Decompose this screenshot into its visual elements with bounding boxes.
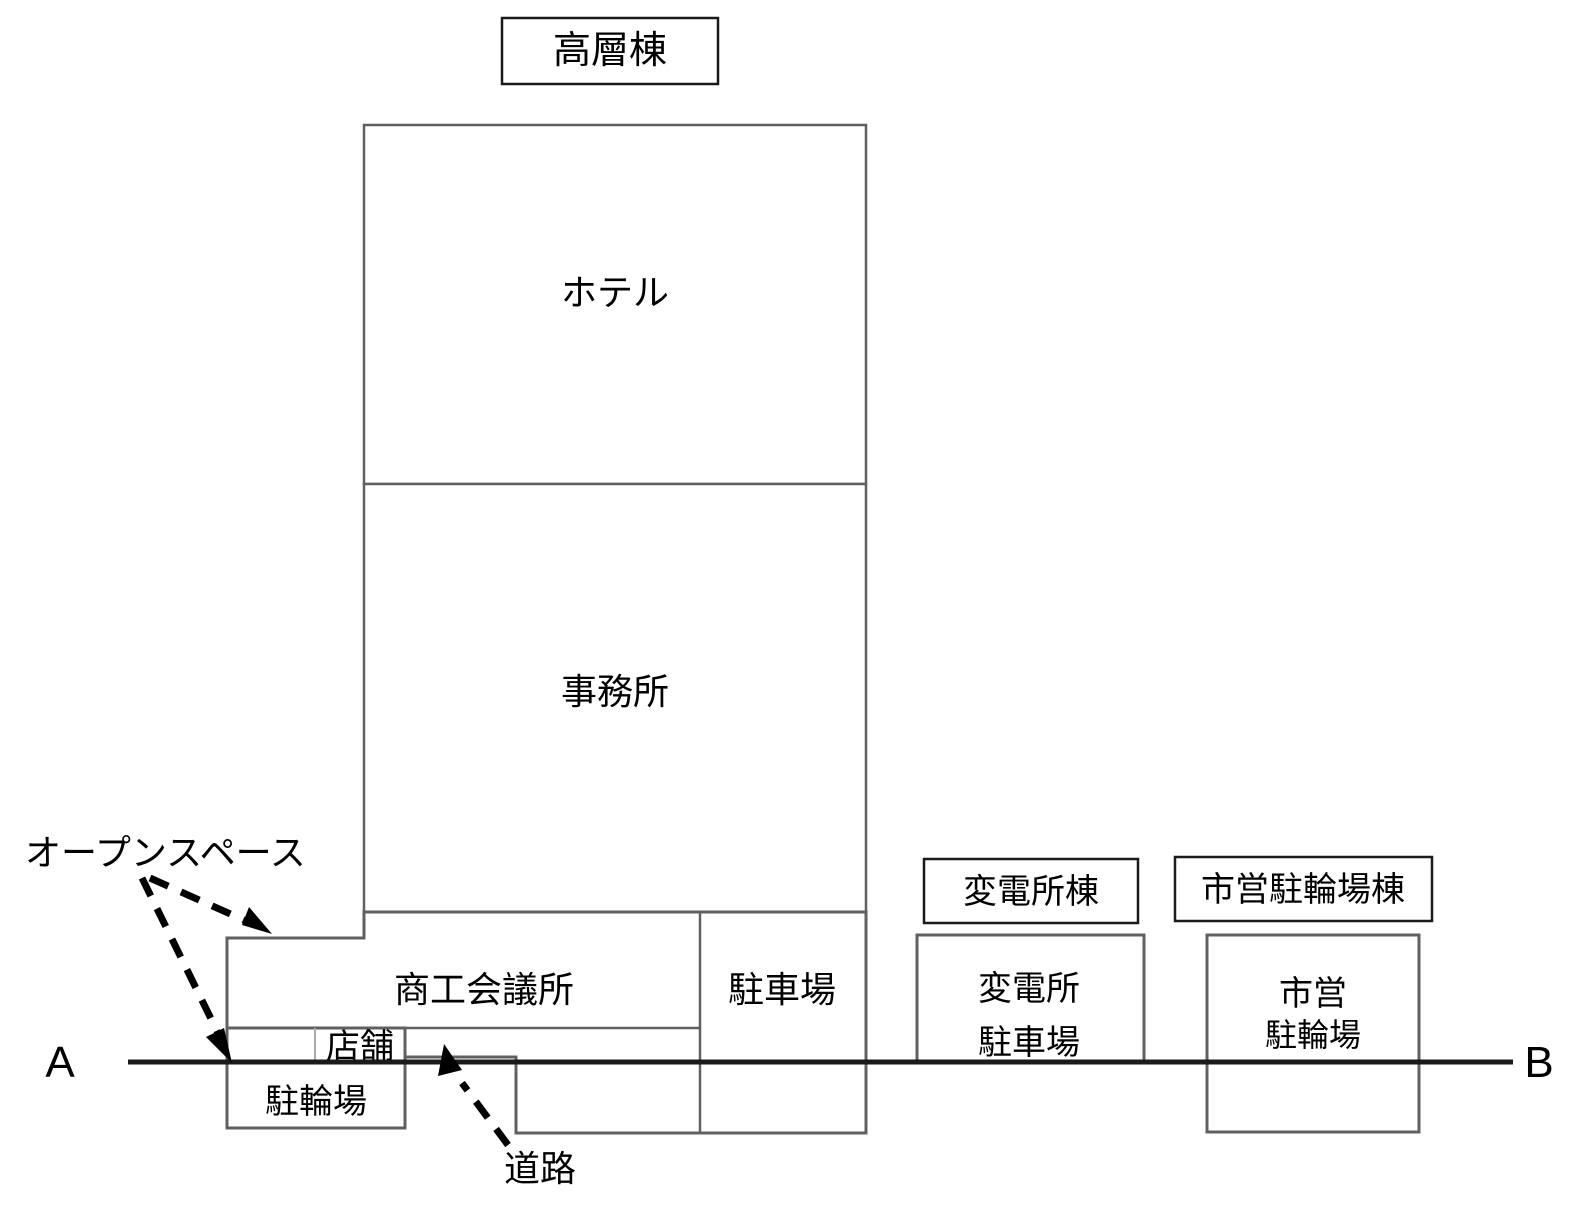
room-hotel-outline — [362, 123, 868, 486]
room-municipal-line2-label: 駐輪場 — [1265, 1016, 1361, 1054]
room-parking: 駐車場 — [698, 912, 836, 1133]
room-substation-line1-label: 変電所 — [978, 969, 1080, 1009]
ground-line: A B — [45, 1038, 1553, 1087]
open-space-arrow-lower-shaft — [138, 876, 222, 1035]
room-office-label: 事務所 — [561, 672, 669, 713]
callout-box-substation-frame — [922, 857, 1140, 925]
open-space-arrow-upper-head — [242, 907, 272, 934]
room-office-outline — [362, 482, 868, 914]
room-shop: 店舗 — [225, 1026, 407, 1130]
room-bicycle-parking-label: 駐輪場 — [265, 1082, 367, 1122]
room-bicycle-parking: 駐輪場 — [265, 1082, 367, 1122]
room-chamber-of-commerce-label: 商工会議所 — [394, 970, 574, 1011]
building-municipal-bicycle-outline — [1205, 933, 1421, 1134]
open-space-arrow-upper-shaft — [148, 874, 257, 929]
callout-box-municipal-bicycle: 市営駐輪場棟 — [1173, 855, 1434, 923]
room-parking-label: 駐車場 — [728, 970, 836, 1011]
callout-box-substation-label: 変電所棟 — [963, 872, 1099, 912]
open-space-arrow-lower-head — [206, 1028, 232, 1063]
callout-box-municipal-bicycle-label: 市営駐輪場棟 — [1201, 870, 1405, 910]
road-arrow-shaft — [459, 1080, 511, 1148]
ground-line-marker-a: A — [45, 1038, 75, 1087]
room-substation-line2-label: 駐車場 — [978, 1023, 1080, 1063]
annotation-open-space-label: オープンスペース — [25, 833, 306, 874]
annotation-road: 道路 — [438, 1044, 576, 1190]
road-arrow-head — [438, 1044, 462, 1076]
callout-box-municipal-bicycle-frame — [1173, 855, 1434, 923]
callout-box-tower: 高層棟 — [500, 16, 720, 86]
annotation-road-label: 道路 — [504, 1149, 576, 1190]
callout-box-substation: 変電所棟 — [922, 857, 1140, 925]
building-substation: 変電所 駐車場 — [915, 933, 1146, 1064]
room-hotel-label: ホテル — [561, 273, 669, 314]
callout-box-tower-frame — [500, 16, 720, 86]
annotation-open-space: オープンスペース — [25, 833, 306, 1063]
room-office: 事務所 — [362, 482, 868, 914]
building-substation-outline — [915, 933, 1146, 1064]
building-municipal-bicycle: 市営 駐輪場 — [1205, 933, 1421, 1134]
ground-line-marker-b: B — [1524, 1038, 1553, 1087]
room-hotel: ホテル — [362, 123, 868, 486]
callout-box-tower-label: 高層棟 — [553, 28, 667, 72]
room-chamber-of-commerce: 商工会議所 — [227, 970, 700, 1030]
room-municipal-line1-label: 市営 — [1279, 974, 1347, 1014]
